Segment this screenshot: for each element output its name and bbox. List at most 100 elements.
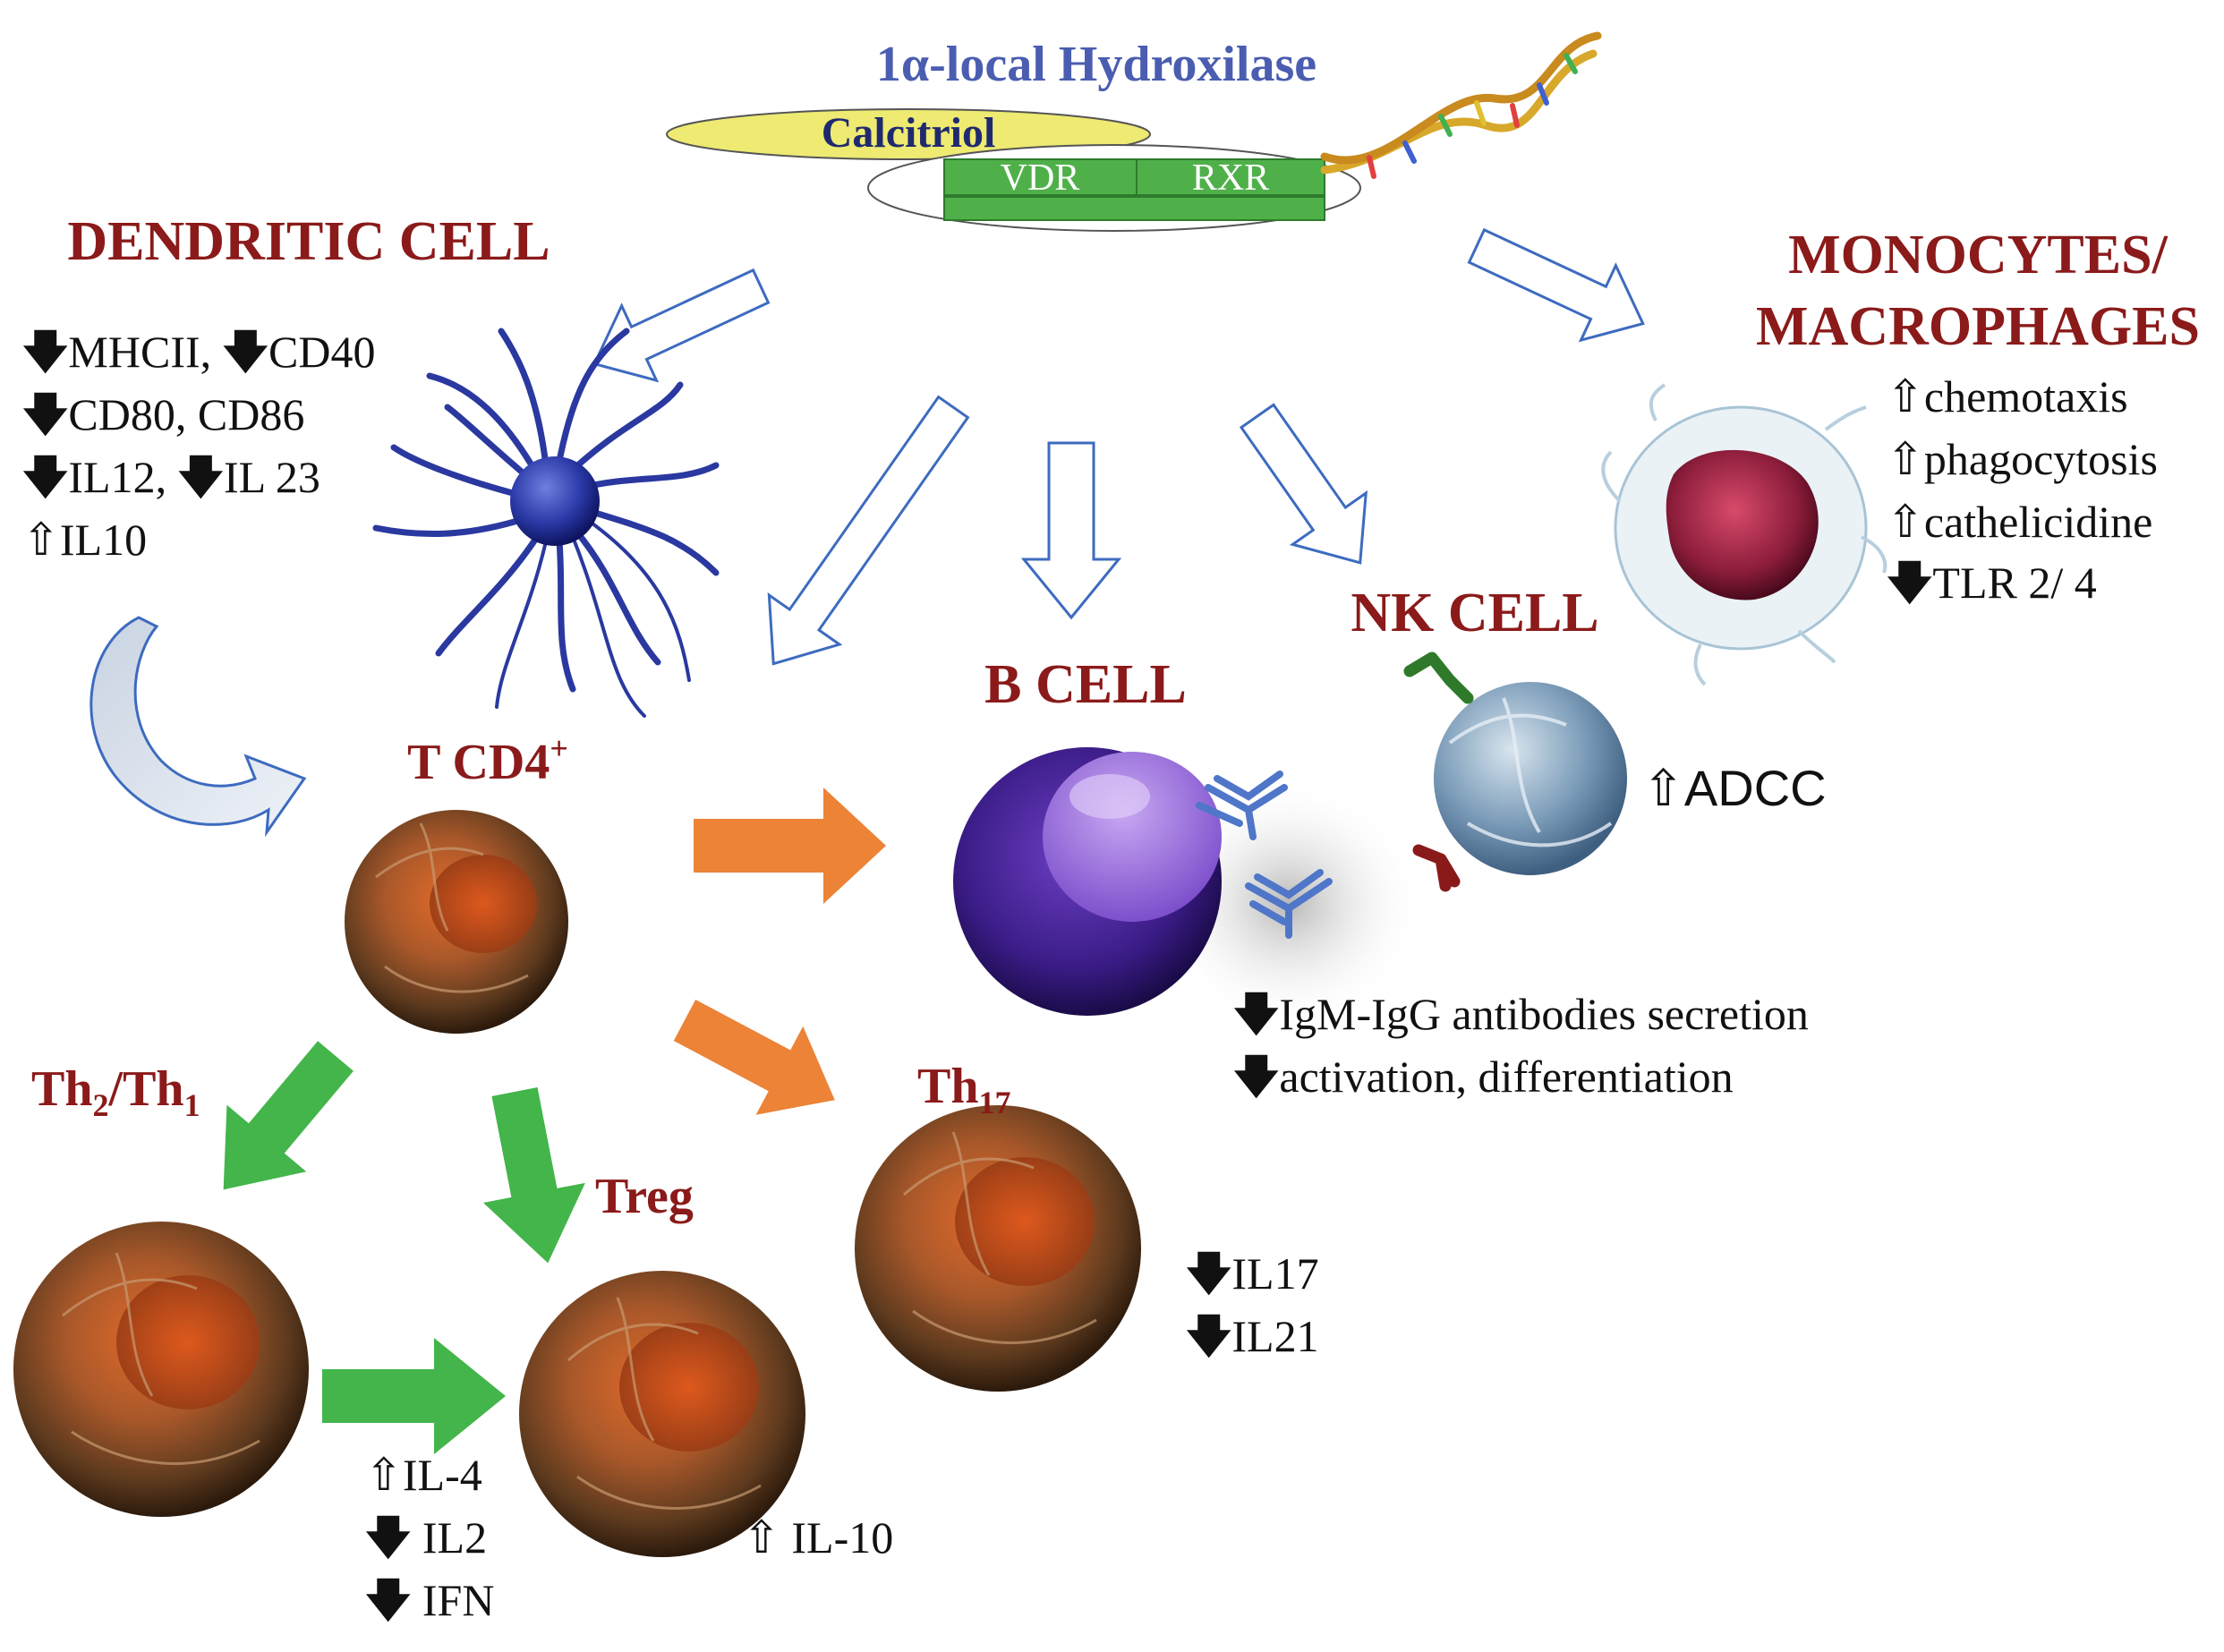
rxr-label: RXR (1192, 158, 1269, 199)
tcd4-title-main: T CD4 (407, 735, 550, 790)
tcd4-cell-image (345, 810, 568, 1034)
effect-text: IL21 (1231, 1311, 1318, 1361)
down-arrow-icon: 🡇 (1233, 1052, 1279, 1102)
th1-label: Th (123, 1061, 184, 1117)
th2th1-title: Th2/Th1 (31, 1061, 200, 1123)
monocytes-title-line2: MACROPHAGES (1756, 296, 2200, 357)
th17-title: Th17 (917, 1059, 1011, 1120)
monocytes-title-line1: MONOCYTES/ (1788, 225, 2168, 285)
effect-text: CD40 (268, 327, 375, 377)
th2th1-effect-row: 🡇 IL2 (365, 1512, 487, 1563)
down-arrow-icon: 🡇 (22, 452, 68, 502)
macrophage-cell-image (1601, 383, 1887, 686)
arrow-tcd4-to-th2th1 (223, 1041, 354, 1190)
orange-arrows (673, 788, 886, 1115)
down-arrow-icon: 🡇 (178, 452, 224, 502)
outline-arrows (592, 227, 1645, 666)
effect-text: IgM-IgG antibodies secretion (1279, 989, 1809, 1039)
th2th1-effect-row: ⇧IL-4 (365, 1450, 482, 1500)
effect-text: IL17 (1231, 1248, 1318, 1299)
th1-sub: 1 (184, 1087, 200, 1123)
down-arrow-icon: 🡇 (1233, 989, 1279, 1039)
down-arrow-icon: 🡇 (1887, 558, 1932, 608)
th17-cell-image (855, 1105, 1141, 1392)
tcd4-title-sup: + (550, 730, 568, 766)
effect-text: MHCII, (68, 327, 222, 377)
th2th1-effect-row: 🡇 IFN (365, 1575, 494, 1625)
monocyte-effect-row: ⇧phagocytosis (1887, 434, 2158, 484)
effect-text: IL2 (411, 1512, 487, 1563)
nk-cell-image (1403, 651, 1627, 892)
calcitriol-label: Calcitriol (822, 109, 996, 157)
rxr-bar (1136, 158, 1325, 196)
up-arrow-outline-icon: ⇧ (743, 1512, 780, 1563)
green-arrows (223, 1041, 585, 1454)
receptor-complex (666, 108, 1361, 232)
down-arrow-icon: 🡇 (22, 389, 68, 439)
receptor-red-icon (1412, 844, 1461, 892)
effect-text: IL-4 (403, 1450, 482, 1500)
dendritic-effect-row: 🡇IL12, 🡇IL 23 (22, 452, 320, 502)
th17-effect-row: 🡇IL17 (1186, 1248, 1319, 1299)
bcell-effects: 🡇IgM-IgG antibodies secretion 🡇activatio… (1233, 989, 1809, 1102)
curved-arrow-dc-to-tcd4 (89, 616, 307, 838)
arrow-th2th1-to-treg (322, 1338, 506, 1454)
th2-label: Th (31, 1061, 93, 1117)
down-arrow-icon: 🡇 (365, 1575, 411, 1625)
nk-effect-row: ⇧ADCC (1642, 760, 1827, 816)
up-arrow-outline-icon: ⇧ (1642, 760, 1684, 816)
enzyme-label: 1α-local Hydroxilase (876, 37, 1317, 92)
nk-cell-title: NK CELL (1351, 583, 1598, 643)
effect-text: ADCC (1684, 760, 1827, 816)
dendritic-effects: 🡇MHCII, 🡇CD40 🡇CD80, CD86 🡇IL12, 🡇IL 23 … (22, 327, 376, 565)
up-arrow-outline-icon: ⇧ (1887, 371, 1924, 422)
effect-text: cathelicidine (1924, 497, 2152, 547)
th17-effect-row: 🡇IL21 (1186, 1311, 1319, 1361)
up-arrow-outline-icon: ⇧ (22, 515, 60, 565)
up-arrow-outline-icon: ⇧ (1887, 434, 1924, 484)
effect-text: activation, differentiation (1279, 1052, 1733, 1102)
th17-effects: 🡇IL17 🡇IL21 (1186, 1248, 1319, 1361)
effect-text: CD80, CD86 (68, 389, 304, 439)
bcell-effect-row: 🡇IgM-IgG antibodies secretion (1233, 989, 1809, 1039)
up-arrow-outline-icon: ⇧ (1887, 497, 1924, 547)
b-cell-image (953, 747, 1423, 1029)
effect-text: IL 23 (224, 452, 320, 502)
arrow-tcd4-to-th17 (673, 1000, 835, 1115)
th2th1-cell-image (13, 1222, 309, 1517)
arrow-to-bcell (1020, 441, 1122, 620)
th2-sub: 2 (93, 1087, 109, 1123)
th17-sub: 17 (979, 1085, 1011, 1120)
monocyte-effect-row: ⇧chemotaxis (1887, 371, 2128, 422)
vdr-bar (943, 158, 1138, 196)
monocyte-effect-row: ⇧cathelicidine (1887, 497, 2152, 547)
monocyte-effect-row: 🡇TLR 2/ 4 (1887, 558, 2097, 608)
down-arrow-icon: 🡇 (365, 1512, 411, 1563)
th17-label: Th (917, 1059, 979, 1114)
down-arrow-icon: 🡇 (223, 327, 268, 377)
treg-effect-row: ⇧ IL-10 (743, 1512, 893, 1563)
antibody-icon (1196, 771, 1288, 840)
arrow-to-tcd4 (767, 395, 970, 666)
antibody-icon (1245, 869, 1333, 939)
dendritic-cell-image (372, 328, 720, 718)
down-arrow-icon: 🡇 (22, 327, 68, 377)
arrow-to-dendritic (592, 268, 771, 383)
vdr-label: VDR (1001, 158, 1080, 199)
tcd4-title: T CD4+ (407, 730, 568, 790)
effect-text: TLR 2/ 4 (1932, 558, 2096, 608)
dna-helix (1320, 31, 1602, 179)
effect-text: IL10 (60, 515, 147, 565)
arrow-tcd4-to-treg (483, 1087, 585, 1264)
monocyte-effects: ⇧chemotaxis ⇧phagocytosis ⇧cathelicidine… (1887, 371, 2158, 608)
arrow-to-monocytes (1467, 227, 1645, 343)
treg-cell-image (519, 1271, 805, 1557)
dendritic-cell-title: DENDRITIC CELL (67, 211, 550, 272)
effect-text: chemotaxis (1924, 371, 2128, 422)
down-arrow-icon: 🡇 (1186, 1248, 1231, 1299)
dna-binding-bar (943, 196, 1325, 221)
effect-text: IFN (411, 1575, 494, 1625)
th2th1-effects: ⇧IL-4 🡇 IL2 🡇 IFN (365, 1450, 494, 1625)
b-cell-title: B CELL (984, 654, 1187, 715)
